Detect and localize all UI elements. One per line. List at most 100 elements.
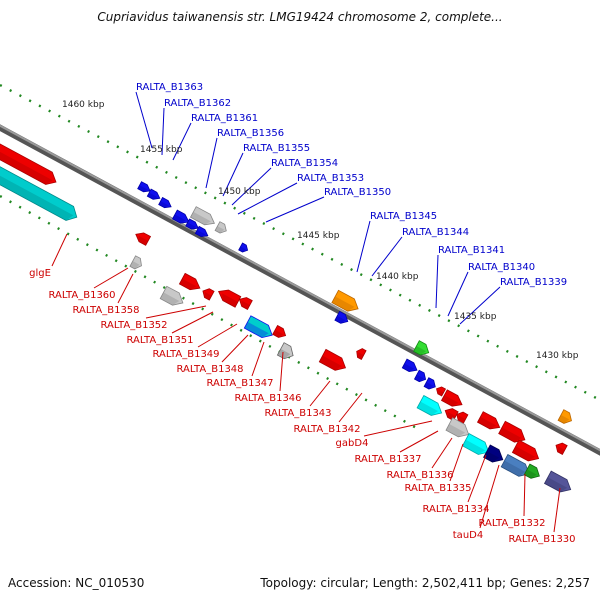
gene-gray-9[interactable] <box>214 221 227 234</box>
gene-cyan-shade-37 <box>462 439 486 455</box>
gene-blue-shade-27 <box>414 374 424 382</box>
gene-green-shade-25 <box>413 346 426 355</box>
gene-label-reverse[interactable]: RALTA_B1358 <box>72 305 139 316</box>
gene-red-shade-42 <box>557 446 565 455</box>
gene-blue-shade-6 <box>185 222 196 230</box>
gene-label-reverse[interactable]: RALTA_B1336 <box>386 470 453 481</box>
gene-label-forward[interactable]: RALTA_B1341 <box>438 245 505 256</box>
gene-blue-22[interactable] <box>334 310 349 324</box>
gene-cyan-31[interactable] <box>416 394 443 416</box>
leader-line-forward <box>222 152 244 197</box>
gene-blue-2[interactable] <box>137 181 151 193</box>
gene-red-30[interactable] <box>440 389 463 407</box>
gene-red-14[interactable] <box>202 288 215 301</box>
gene-red-0[interactable] <box>0 131 57 185</box>
leader-line-reverse <box>523 473 526 517</box>
gene-cyan-blue-18[interactable] <box>243 315 273 339</box>
gene-steelblue-39[interactable] <box>500 453 530 477</box>
gene-red-shade-17 <box>241 300 250 310</box>
leader-line-reverse <box>449 443 464 482</box>
gene-label-reverse[interactable]: RALTA_B1332 <box>478 518 545 529</box>
gene-label-forward[interactable]: RALTA_B1350 <box>324 187 391 198</box>
gene-label-reverse[interactable]: RALTA_B1337 <box>354 454 421 465</box>
gene-label-reverse[interactable]: RALTA_B1335 <box>404 483 471 494</box>
gene-orange-21[interactable] <box>331 289 359 312</box>
gene-label-reverse[interactable]: RALTA_B1330 <box>508 534 575 545</box>
gene-label-reverse[interactable]: RALTA_B1348 <box>176 364 243 375</box>
gene-red-17[interactable] <box>238 297 253 310</box>
gene-green-43[interactable] <box>523 463 540 479</box>
gene-label-reverse[interactable]: gabD4 <box>336 438 369 449</box>
gene-cyan-37[interactable] <box>461 433 490 455</box>
gene-red-13[interactable] <box>178 272 201 291</box>
gene-gray-8[interactable] <box>189 206 215 226</box>
gene-label-reverse[interactable]: RALTA_B1349 <box>152 349 219 360</box>
gene-label-forward[interactable]: RALTA_B1362 <box>164 98 231 109</box>
gene-label-reverse[interactable]: RALTA_B1346 <box>234 393 301 404</box>
gene-label-forward[interactable]: RALTA_B1344 <box>402 227 469 238</box>
gene-red-shade-29 <box>437 389 444 396</box>
gene-label-forward[interactable]: RALTA_B1356 <box>217 128 284 139</box>
gene-label-reverse[interactable]: RALTA_B1352 <box>100 320 167 331</box>
gene-label-forward[interactable]: RALTA_B1354 <box>271 158 338 169</box>
gene-purple-44[interactable] <box>543 470 572 493</box>
gene-red-16[interactable] <box>218 289 242 308</box>
gene-label-reverse[interactable]: RALTA_B1347 <box>206 378 273 389</box>
gene-label-forward[interactable]: RALTA_B1339 <box>500 277 567 288</box>
gene-blue-3[interactable] <box>146 188 161 200</box>
gene-red-33[interactable] <box>456 411 469 425</box>
leader-line-reverse <box>93 267 129 289</box>
gene-label-reverse[interactable]: RALTA_B1343 <box>264 408 331 419</box>
gene-label-reverse[interactable]: glgE <box>29 268 51 279</box>
gene-navy-38[interactable] <box>483 444 504 463</box>
gene-darkgray-20[interactable] <box>276 342 294 360</box>
gene-label-reverse[interactable]: RALTA_B1342 <box>293 424 360 435</box>
gene-blue-12[interactable] <box>238 242 249 253</box>
gene-blue-26[interactable] <box>401 358 418 373</box>
gene-orange-shade-21 <box>331 296 355 312</box>
gene-label-forward[interactable]: RALTA_B1355 <box>243 143 310 154</box>
gene-red-shade-10 <box>138 235 149 246</box>
gene-red-19[interactable] <box>272 324 287 338</box>
gene-green-25[interactable] <box>413 340 430 356</box>
gene-red-shade-35 <box>477 416 497 429</box>
gene-red-10[interactable] <box>135 232 152 246</box>
gene-red-shade-36 <box>498 427 522 443</box>
gene-red-23[interactable] <box>318 348 347 371</box>
gene-label-reverse[interactable]: RALTA_B1360 <box>48 290 115 301</box>
gene-label-forward[interactable]: RALTA_B1361 <box>191 113 258 124</box>
gene-blue-7[interactable] <box>194 225 209 238</box>
gene-blue-6[interactable] <box>185 218 199 230</box>
gene-blue-28[interactable] <box>423 377 436 390</box>
gene-label-reverse[interactable]: RALTA_B1351 <box>126 335 193 346</box>
gene-red-40[interactable] <box>511 439 540 462</box>
gene-cyan-1[interactable] <box>0 144 78 221</box>
leader-line-reverse <box>279 351 284 392</box>
gene-label-forward[interactable]: RALTA_B1340 <box>468 262 535 273</box>
gene-label-forward[interactable]: RALTA_B1353 <box>297 173 364 184</box>
gene-label-forward[interactable]: RALTA_B1345 <box>370 211 437 222</box>
gene-gray-shade-11 <box>129 261 140 269</box>
leader-line-reverse <box>197 323 238 348</box>
gene-blue-5[interactable] <box>171 209 190 224</box>
gene-label-forward[interactable]: RALTA_B1363 <box>136 82 203 93</box>
gene-gray-34[interactable] <box>445 417 470 438</box>
leader-line-forward <box>459 286 501 325</box>
gene-gray-11[interactable] <box>129 255 142 270</box>
gene-red-42[interactable] <box>555 442 568 455</box>
gene-cyan-blue-shade-18 <box>244 321 269 338</box>
gene-label-reverse[interactable]: tauD4 <box>453 530 483 541</box>
gene-orange-41[interactable] <box>557 409 572 424</box>
scale-label: 1445 kbp <box>297 231 340 241</box>
gene-label-reverse[interactable]: RALTA_B1334 <box>422 504 489 515</box>
leader-line-forward <box>135 91 153 149</box>
leader-line-forward <box>356 220 371 273</box>
gene-blue-4[interactable] <box>158 196 172 209</box>
gene-blue-27[interactable] <box>413 369 427 383</box>
gene-red-29[interactable] <box>436 386 447 397</box>
gene-navy-shade-38 <box>483 451 500 463</box>
gene-gray-15[interactable] <box>159 285 184 306</box>
gene-red-35[interactable] <box>476 411 501 430</box>
gene-red-24[interactable] <box>356 348 367 361</box>
